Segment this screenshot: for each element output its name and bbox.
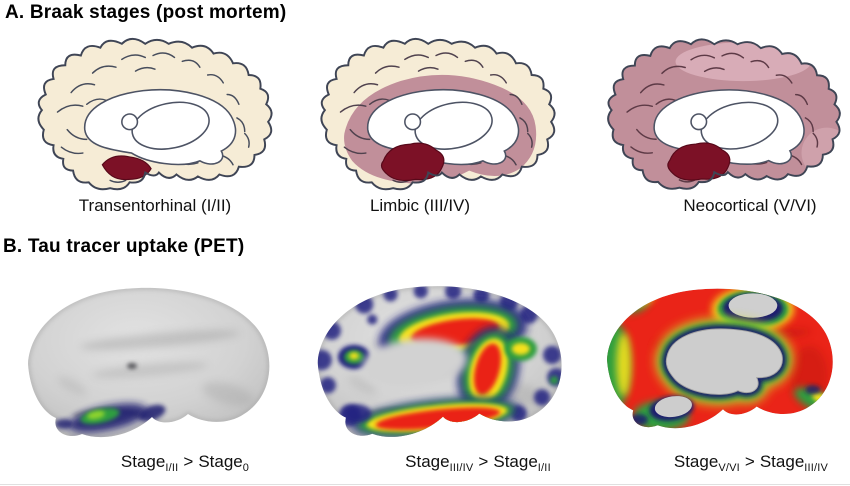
- comparison-operator: >: [744, 452, 755, 471]
- pet-label-2: StageIII/IV>StageI/II: [348, 452, 608, 474]
- comparison-operator: >: [478, 452, 489, 471]
- label-transentorhinal: Transentorhinal (I/II): [78, 196, 232, 215]
- label-neocortical: Neocortical (V/VI): [683, 196, 817, 215]
- stage-right-sub: I/II: [537, 462, 551, 474]
- stage-right-sub: III/IV: [804, 462, 829, 474]
- stage-right-base: Stage: [493, 452, 538, 471]
- section-a-title: A. Braak stages (post mortem): [5, 2, 287, 23]
- braak-brain-neocortical: [598, 36, 850, 194]
- stage-left-sub: I/II: [165, 462, 179, 474]
- stage-left-sub: V/VI: [718, 462, 740, 474]
- stage-right-base: Stage: [198, 452, 243, 471]
- pet-label-1: StageI/II>Stage0: [60, 452, 310, 474]
- pet-brain-stage3: [592, 258, 850, 456]
- stage-left-base: Stage: [673, 452, 719, 471]
- pet-brain-stage1: [12, 266, 292, 456]
- stage-right-base: Stage: [759, 452, 805, 471]
- pet-brain-stage2: [298, 264, 588, 456]
- pet-label-3: StageV/VI>StageIII/IV: [640, 452, 850, 474]
- comparison-operator: >: [183, 452, 194, 471]
- stage-left-base: Stage: [120, 452, 166, 471]
- section-b-title: B. Tau tracer uptake (PET): [3, 236, 245, 257]
- stage-right-sub: 0: [242, 462, 250, 474]
- label-limbic: Limbic (III/IV): [369, 196, 471, 215]
- figure-bottom-rule: [0, 484, 850, 485]
- stage-left-sub: III/IV: [449, 462, 474, 474]
- braak-brain-transentorhinal: [26, 36, 284, 194]
- braak-brain-limbic: [300, 36, 576, 194]
- stage-left-base: Stage: [405, 452, 450, 471]
